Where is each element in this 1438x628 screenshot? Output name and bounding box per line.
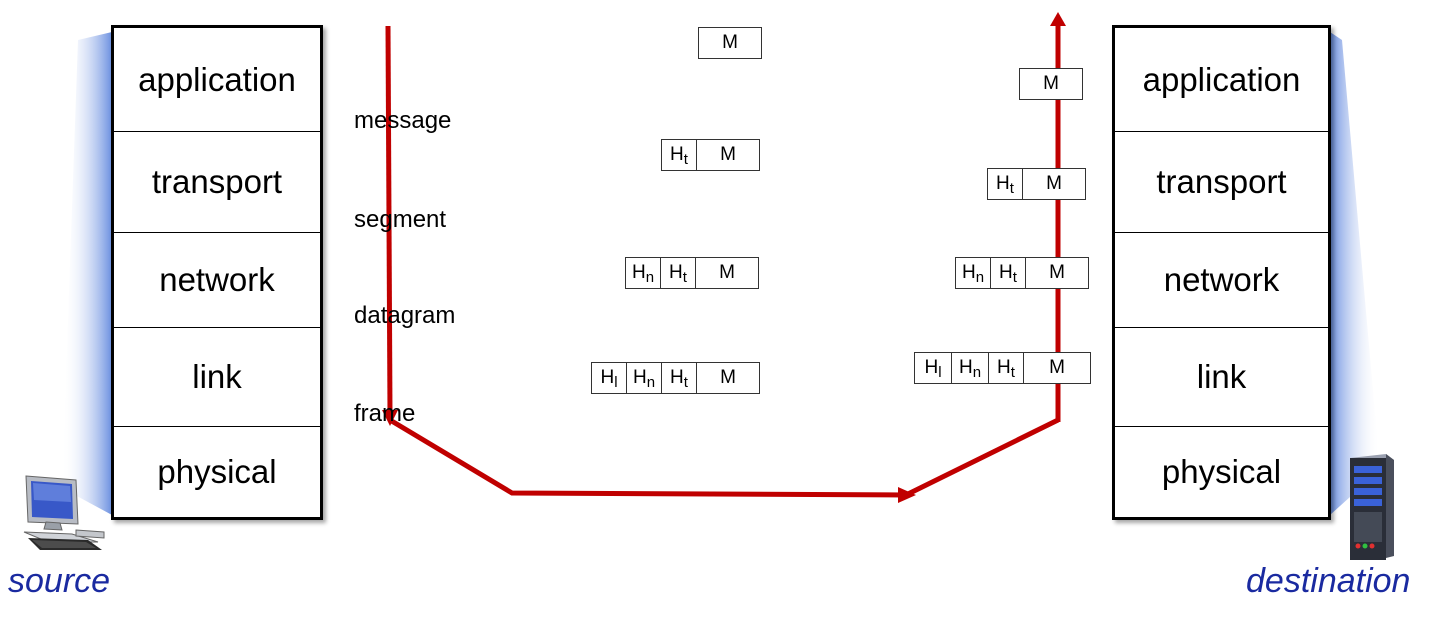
destination-layer-link: link [1115, 328, 1328, 427]
payload-cell: M [698, 27, 762, 59]
path-down-arrowhead [382, 410, 398, 426]
path-up-slope [906, 417, 1060, 497]
destination-gradient [1330, 32, 1380, 515]
payload-cell: M [696, 362, 760, 394]
payload-cell: M [1023, 352, 1091, 384]
layer-label: link [192, 358, 242, 395]
source-gradient [62, 32, 112, 515]
payload-cell: M [1025, 257, 1089, 289]
receiver-application-message: M [1019, 68, 1083, 100]
payload-cell: M [1022, 168, 1086, 200]
destination-layer-network: network [1115, 233, 1328, 328]
layer-label: physical [157, 453, 277, 490]
payload-cell: M [696, 139, 760, 171]
source-layer-physical: physical [114, 427, 320, 517]
layer-label: link [1196, 358, 1247, 395]
destination-layer-physical: physical [1115, 427, 1328, 517]
source-layer-network: network [114, 233, 320, 328]
path-across-arrowhead [898, 487, 916, 503]
path-across [388, 417, 906, 498]
destination-protocol-stack: application transport network link physi… [1112, 25, 1331, 520]
source-layer-transport: transport [114, 132, 320, 233]
source-label: source [8, 562, 111, 600]
layer-label: application [1142, 60, 1301, 98]
destination-layer-transport: transport [1115, 132, 1328, 233]
destination-layer-application: application [1115, 28, 1328, 132]
source-layer-link: link [114, 328, 320, 427]
unit-label-datagram: datagram [354, 302, 456, 329]
layer-label: network [159, 261, 275, 298]
unit-label-segment: segment [354, 206, 447, 233]
layer-label: transport [1156, 163, 1287, 200]
destination-label: destination [1246, 562, 1411, 600]
unit-label-message: message [354, 107, 452, 134]
layer-label: network [1163, 261, 1280, 298]
source-computer-icon [23, 475, 105, 550]
sender-application-message: M [698, 27, 762, 59]
layer-label: physical [1161, 453, 1282, 490]
source-layer-application: application [114, 28, 320, 132]
path-down [385, 25, 393, 416]
payload-cell: M [1019, 68, 1083, 100]
layer-label: transport [151, 163, 283, 200]
source-protocol-stack: application transport network link physi… [111, 25, 323, 520]
unit-label-frame: frame [354, 400, 416, 427]
payload-cell: M [695, 257, 759, 289]
path-up-arrowhead [1050, 12, 1066, 26]
destination-server-icon [1350, 454, 1394, 560]
layer-label: application [138, 60, 296, 98]
